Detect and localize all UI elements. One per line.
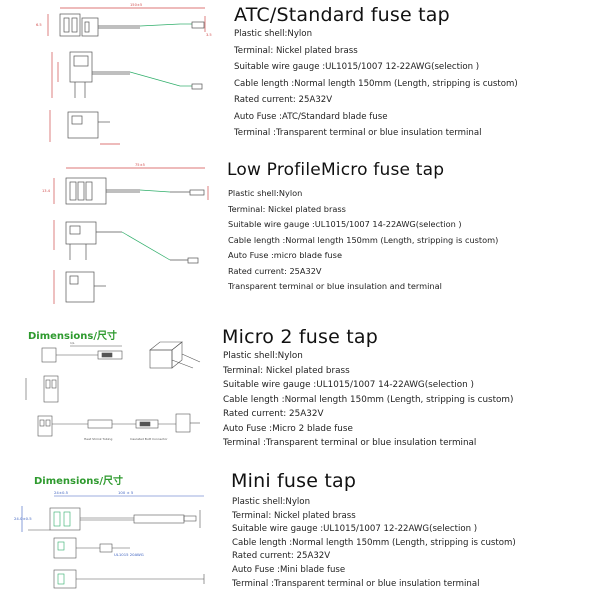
section-atc-standard: 150±5 6.5 3.5 ATC/Standard fuse tap Plas…	[0, 0, 600, 150]
spec-item: Cable length :Normal length 150mm (Lengt…	[232, 537, 516, 548]
svg-text:100 ± 5: 100 ± 5	[118, 490, 134, 495]
svg-text:UL1015 20AWG: UL1015 20AWG	[114, 552, 144, 557]
spec-item: Auto Fuse :ATC/Standard blade fuse	[234, 111, 388, 122]
svg-text:6.5: 6.5	[36, 23, 42, 27]
spec-item: Auto Fuse :micro blade fuse	[228, 250, 342, 260]
spec-item: Suitable wire gauge :UL1015/1007 14-22AW…	[228, 219, 462, 229]
low-profile-technical-drawing: 75±5 13.4	[40, 160, 220, 310]
section-title: ATC/Standard fuse tap	[234, 4, 450, 26]
spec-item: Transparent terminal or blue insulation …	[228, 281, 442, 291]
spec-item: Auto Fuse :Micro 2 blade fuse	[223, 423, 353, 434]
spec-item: Terminal: Nickel plated brass	[228, 203, 346, 214]
spec-item: Terminal :Transparent terminal or blue i…	[223, 438, 477, 448]
atc-technical-drawing: 150±5 6.5 3.5	[30, 2, 220, 150]
spec-item: Cable length :Normal length 150mm (Lengt…	[234, 78, 518, 89]
spec-item: Plastic shell:Nylon	[228, 188, 303, 198]
spec-item: Terminal :Transparent terminal or blue i…	[234, 128, 482, 138]
spec-item: Terminal: Nickel plated brass	[223, 365, 350, 376]
spec-item: Rated current: 25A32V	[232, 551, 331, 562]
svg-text:Heat Shrink Tubing: Heat Shrink Tubing	[84, 437, 112, 441]
spec-item: Plastic shell:Nylon	[232, 497, 311, 507]
spec-item: Rated current: 25A32V	[228, 265, 322, 276]
svg-text:3.5: 3.5	[206, 33, 212, 37]
spec-list: Plastic shell:Nylon Terminal: Nickel pla…	[234, 29, 518, 139]
spec-item: Terminal: Nickel plated brass	[234, 45, 358, 56]
section-mini: Dimensions/尺寸	[0, 462, 600, 600]
spec-item: Plastic shell:Nylon	[234, 29, 313, 39]
spec-item: Cable length :Normal length 150mm (Lengt…	[228, 234, 499, 245]
spec-item: Rated current: 25A32V	[223, 409, 324, 419]
section-low-profile-micro: 75±5 13.4 Low ProfileMicro fuse tap Plas…	[0, 155, 600, 315]
section-title: Micro 2 fuse tap	[222, 326, 379, 348]
spec-item: Terminal: Nickel plated brass	[232, 510, 356, 521]
spec-item: Auto Fuse :Mini blade fuse	[232, 564, 346, 575]
spec-list: Plastic shell:Nylon Terminal: Nickel pla…	[232, 497, 516, 589]
svg-text:24.0±0.5: 24.0±0.5	[14, 516, 32, 521]
svg-text:150±5: 150±5	[130, 3, 142, 7]
micro2-technical-drawing: 1/L Heat Shrink Tubing Insulated Butt Co…	[18, 338, 213, 448]
spec-list: Plastic shell:Nylon Terminal: Nickel pla…	[228, 188, 498, 291]
dimensions-label: Dimensions/尺寸	[34, 476, 124, 487]
spec-item: Plastic shell:Nylon	[223, 351, 303, 361]
svg-text:13.4: 13.4	[42, 189, 51, 193]
spec-item: Suitable wire gauge :UL1015/1007 12-22AW…	[232, 524, 478, 535]
svg-text:1/L: 1/L	[70, 341, 75, 345]
spec-item: Suitable wire gauge :UL1015/1007 14-22AW…	[223, 380, 474, 390]
spec-item: Cable length :Normal length 150mm (Lengt…	[223, 394, 514, 405]
dimensions-label: Dimensions/尺寸	[28, 331, 118, 342]
spec-item: Suitable wire gauge :UL1015/1007 12-22AW…	[234, 62, 480, 72]
section-micro-2: Dimensions/尺寸	[0, 320, 600, 460]
spec-item: Terminal :Transparent terminal or blue i…	[232, 578, 480, 589]
section-title: Low ProfileMicro fuse tap	[227, 160, 445, 180]
mini-technical-drawing: 24±0.5 100 ± 5 24.0±0.5 UL1015 20AWG	[14, 490, 220, 600]
section-title: Mini fuse tap	[231, 470, 357, 492]
spec-item: Rated current: 25A32V	[234, 95, 333, 105]
svg-text:24±0.5: 24±0.5	[54, 490, 69, 495]
spec-list: Plastic shell:Nylon Terminal: Nickel pla…	[223, 351, 513, 449]
svg-text:75±5: 75±5	[135, 163, 145, 167]
svg-text:Insulated Butt Connector: Insulated Butt Connector	[130, 437, 168, 441]
